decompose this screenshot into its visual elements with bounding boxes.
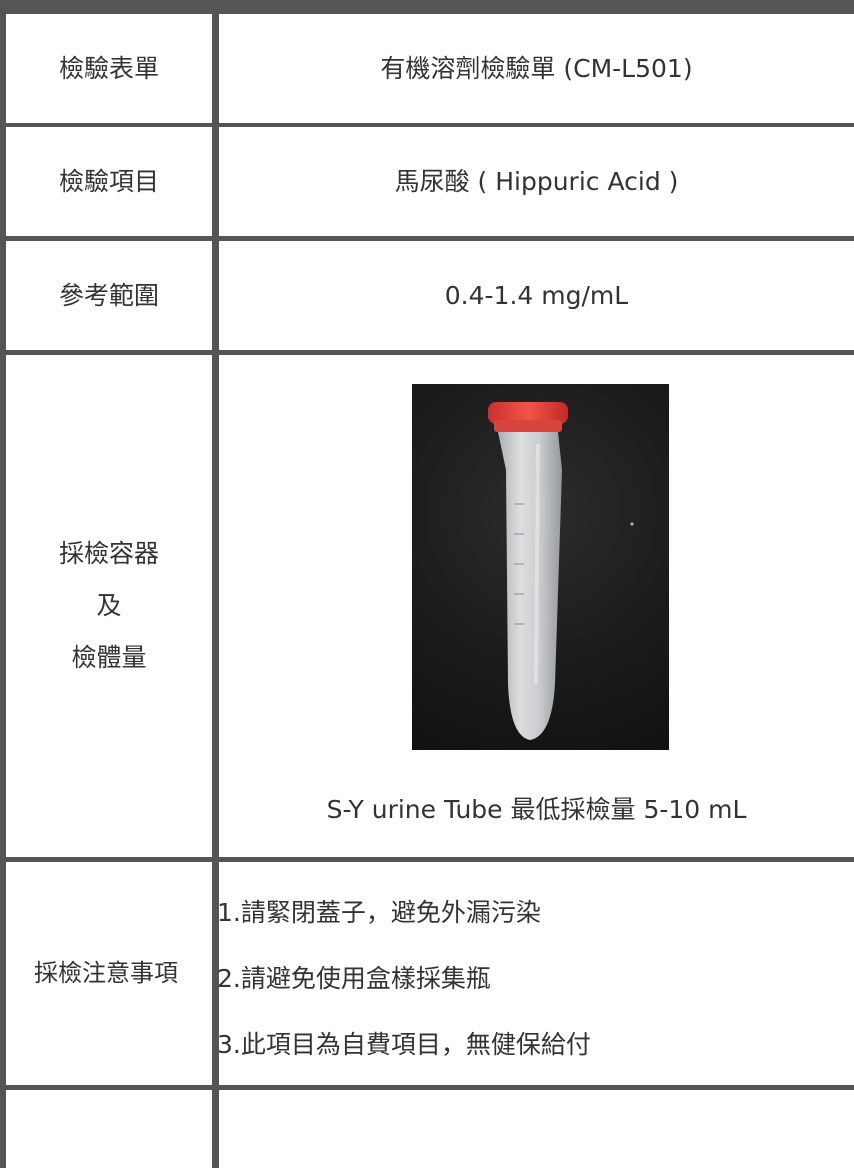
caption-text: S-Y urine Tube 最低採檢量 5-10 mL bbox=[326, 795, 747, 824]
value-text: 0.4-1.4 mg/mL bbox=[444, 280, 629, 310]
label-text: 檢驗項目 bbox=[58, 166, 159, 196]
note-item: 1.請緊閉蓋子，避免外漏污染 bbox=[217, 898, 541, 927]
row-value-range: 0.4-1.4 mg/mL bbox=[219, 241, 854, 350]
row-label-range: 參考範圍 bbox=[6, 241, 212, 350]
row-divider bbox=[0, 350, 854, 355]
tube-illustration bbox=[488, 402, 634, 740]
row-label-form: 檢驗表單 bbox=[6, 14, 212, 123]
row-divider bbox=[0, 1085, 854, 1090]
row-label-container: 採檢容器 及 檢體量 bbox=[6, 355, 212, 857]
label-text: 檢驗表單 bbox=[58, 53, 159, 83]
value-text: 有機溶劑檢驗單 (CM-L501) bbox=[380, 53, 693, 83]
row-divider bbox=[0, 236, 854, 241]
row-label-item: 檢驗項目 bbox=[6, 127, 212, 236]
label-text: 採檢注意事項 bbox=[34, 959, 178, 988]
note-item: 3.此項目為自費項目，無健保給付 bbox=[217, 1030, 591, 1059]
urine-tube-photo bbox=[412, 384, 669, 750]
row-label-notes: 採檢注意事項 bbox=[0, 862, 212, 1085]
table-border-middle bbox=[212, 0, 219, 1168]
label-text: 參考範圍 bbox=[58, 280, 159, 310]
table-border-left bbox=[0, 0, 6, 1168]
row-divider bbox=[0, 857, 854, 862]
row-divider bbox=[0, 123, 854, 127]
table-border-top bbox=[0, 0, 854, 14]
value-text: 馬尿酸 ( Hippuric Acid ) bbox=[394, 166, 679, 196]
container-caption: S-Y urine Tube 最低採檢量 5-10 mL bbox=[219, 780, 854, 840]
note-item: 2.請避免使用盒樣採集瓶 bbox=[217, 964, 491, 993]
row-value-item: 馬尿酸 ( Hippuric Acid ) bbox=[219, 127, 854, 236]
label-line: 採檢容器 bbox=[58, 539, 159, 568]
row-value-form: 有機溶劑檢驗單 (CM-L501) bbox=[219, 14, 854, 123]
label-line: 及 bbox=[96, 591, 122, 620]
label-line: 檢體量 bbox=[71, 643, 147, 672]
